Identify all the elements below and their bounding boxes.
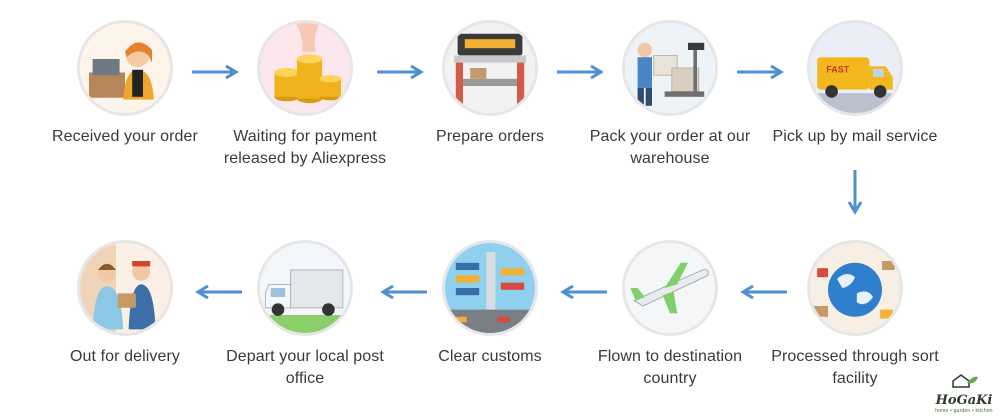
brand-logo: HoGaKi home • garden • kitchen: [934, 373, 994, 414]
arrow-left-icon: [560, 284, 607, 300]
step-label: Processed through sort facility: [771, 348, 939, 387]
step-waiting-payment: Waiting for payment released by Aliexpre…: [215, 20, 395, 170]
step-label: Prepare orders: [435, 128, 545, 145]
step-label: Pack your order at our warehouse: [589, 128, 751, 167]
arrow-right-icon: [377, 64, 424, 80]
arrow-left-icon: [195, 284, 242, 300]
conveyor-icon: [442, 20, 538, 116]
step-label: Received your order: [52, 128, 198, 145]
step-out-for-delivery: Out for delivery: [35, 240, 215, 368]
globe-icon: [807, 240, 903, 336]
arrow-right-icon: [192, 64, 239, 80]
step-clear-customs: Clear customs: [400, 240, 580, 368]
truck-icon: [257, 240, 353, 336]
step-label: Flown to destination country: [597, 348, 743, 387]
step-label: Waiting for payment released by Aliexpre…: [223, 128, 387, 167]
step-label: Depart your local post office: [226, 348, 384, 387]
port-icon: [442, 240, 538, 336]
step-pack-order: Pack your order at our warehouse: [580, 20, 760, 170]
logo-name: HoGaKi: [935, 393, 993, 408]
delivery-van-icon: FAST: [807, 20, 903, 116]
step-sort-facility: Processed through sort facility: [765, 240, 945, 390]
house-leaf-icon: [952, 374, 978, 388]
step-label: Pick up by mail service: [772, 128, 938, 145]
airplane-icon: [622, 240, 718, 336]
courier-icon: [77, 240, 173, 336]
arrow-right-icon: [557, 64, 604, 80]
step-received-order: Received your order: [35, 20, 215, 148]
step-label: Out for delivery: [69, 348, 181, 365]
step-flown-destination: Flown to destination country: [580, 240, 760, 390]
step-pick-up: FAST Pick up by mail service: [765, 20, 945, 148]
packing-icon: [622, 20, 718, 116]
arrow-right-icon: [737, 64, 784, 80]
step-prepare-orders: Prepare orders: [400, 20, 580, 148]
arrow-left-icon: [740, 284, 787, 300]
arrow-left-icon: [380, 284, 427, 300]
arrow-down-icon: [847, 170, 863, 215]
step-depart-post-office: Depart your local post office: [215, 240, 395, 390]
svg-text:FAST: FAST: [826, 65, 850, 75]
coins-icon: [257, 20, 353, 116]
customer-service-icon: [77, 20, 173, 116]
logo-tagline: home • garden • kitchen: [935, 408, 993, 414]
step-label: Clear customs: [438, 348, 542, 365]
